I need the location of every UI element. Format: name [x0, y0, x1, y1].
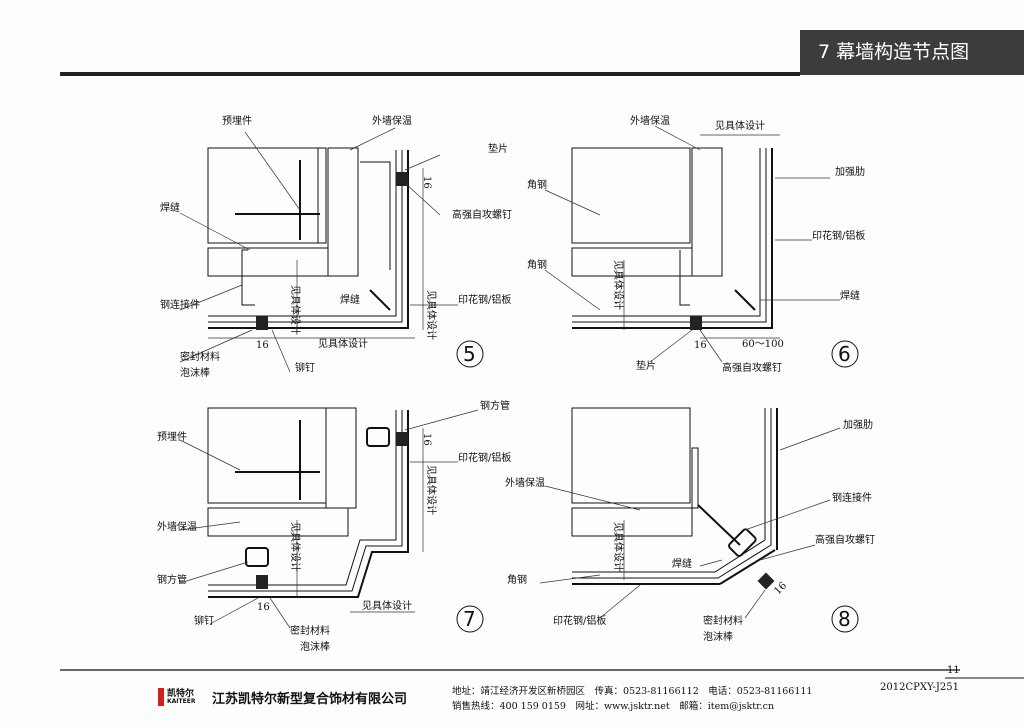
dim-design-vertical: 见具体设计	[289, 522, 302, 572]
label-sealant: 密封材料	[180, 350, 220, 363]
label-stiffener: 加强肋	[843, 418, 873, 431]
label-shim: 垫片	[636, 359, 656, 372]
label-sealant: 密封材料	[703, 614, 743, 627]
label-steel-connector: 钢连接件	[832, 491, 872, 504]
label-steel-tube: 钢方管	[480, 399, 510, 412]
label-stiffener: 加强肋	[835, 165, 865, 178]
label-panel: 印花钢/铝板	[812, 229, 865, 242]
label-angle-steel: 角钢	[507, 573, 527, 586]
company-address: 地址：靖江经济开发区新桥园区 传真：0523-81166112 电话：0523-…	[452, 686, 813, 697]
label-insulation: 外墙保温	[630, 114, 670, 127]
label-insulation: 外墙保温	[157, 520, 197, 533]
label-rivet: 铆钉	[194, 614, 214, 627]
detail-7: 钢方管 预埋件 16 印花钢/铝板 见具体设计 外墙保温 见具体设计 钢方管 见…	[157, 399, 511, 653]
detail-number: 7	[463, 607, 476, 631]
dim-16: 16	[694, 340, 707, 351]
dim-design-vertical: 见具体设计	[612, 522, 625, 572]
dim-design-vertical: 见具体设计	[612, 260, 625, 310]
label-weld: 焊缝	[160, 201, 180, 214]
label-panel: 印花钢/铝板	[553, 614, 606, 627]
logo-text-en: KAITEER	[167, 698, 196, 705]
detail-number: 5	[463, 342, 476, 366]
label-insulation: 外墙保温	[372, 114, 412, 127]
dim-16: 16	[257, 602, 270, 613]
label-angle-steel: 角钢	[527, 258, 547, 271]
label-steel-tube: 钢方管	[157, 573, 187, 586]
dim-design-vertical: 见具体设计	[289, 285, 302, 335]
label-panel: 印花钢/铝板	[458, 451, 511, 464]
label-self-tapping-screw: 高强自攻螺钉	[452, 208, 512, 221]
label-sealant: 密封材料	[290, 624, 330, 637]
dim-design-vertical: 见具体设计	[425, 290, 438, 340]
header-rule	[60, 72, 800, 76]
label-embedded-part: 预埋件	[157, 431, 187, 443]
dim-design-horizontal: 见具体设计	[362, 599, 412, 612]
label-embedded-part: 预埋件	[222, 115, 252, 127]
page-title: 7 幕墙构造节点图	[800, 30, 1024, 75]
label-foam-rod: 泡沫棒	[703, 630, 733, 643]
detail-8: 加强肋 外墙保温 钢连接件 高强自攻螺钉 焊缝 见具体设计 角钢 16 印花钢/…	[505, 407, 875, 643]
label-panel: 印花钢/铝板	[458, 293, 511, 306]
label-weld: 焊缝	[340, 293, 360, 306]
document-code: 2012CPXY-J251	[880, 682, 959, 693]
label-weld: 焊缝	[840, 289, 860, 302]
label-foam-rod: 泡沫棒	[180, 366, 210, 379]
detail-5: 预埋件 外墙保温 垫片 焊缝 高强自攻螺钉 见具体设计 见具体设计 钢连接件 焊…	[160, 114, 512, 379]
page-number: 11	[947, 665, 960, 676]
label-weld: 焊缝	[672, 557, 692, 570]
label-angle-steel: 角钢	[527, 178, 547, 191]
label-shim: 垫片	[488, 142, 508, 155]
dim-60-100: 60～100	[742, 339, 784, 350]
label-rivet: 铆钉	[295, 361, 315, 374]
dim-16: 16	[256, 340, 269, 351]
dim-16: 16	[421, 176, 432, 189]
label-self-tapping-screw: 高强自攻螺钉	[722, 361, 782, 374]
dim-design-vertical: 见具体设计	[425, 465, 438, 515]
dim-16: 16	[421, 433, 432, 446]
detail-number: 6	[838, 342, 851, 366]
detail-number: 8	[838, 607, 851, 631]
logo-mark	[158, 688, 164, 706]
label-insulation: 外墙保温	[505, 476, 545, 489]
dim-16: 16	[772, 580, 789, 597]
company-contact: 销售热线：400 159 0159 网址：www.jsktr.net 邮箱：it…	[452, 701, 775, 712]
label-self-tapping-screw: 高强自攻螺钉	[815, 533, 875, 546]
detail-6: 外墙保温 见具体设计 加强肋 角钢 印花钢/铝板 角钢 焊缝 见具体设计 16 …	[527, 114, 865, 374]
logo-text: 凯特尔	[167, 689, 195, 699]
label-foam-rod: 泡沫棒	[300, 640, 330, 653]
company-name: 江苏凯特尔新型复合饰材有限公司	[212, 692, 408, 707]
label-steel-connector: 钢连接件	[160, 298, 200, 311]
dim-design-horizontal: 见具体设计	[318, 337, 368, 350]
dim-design-top: 见具体设计	[715, 119, 765, 132]
